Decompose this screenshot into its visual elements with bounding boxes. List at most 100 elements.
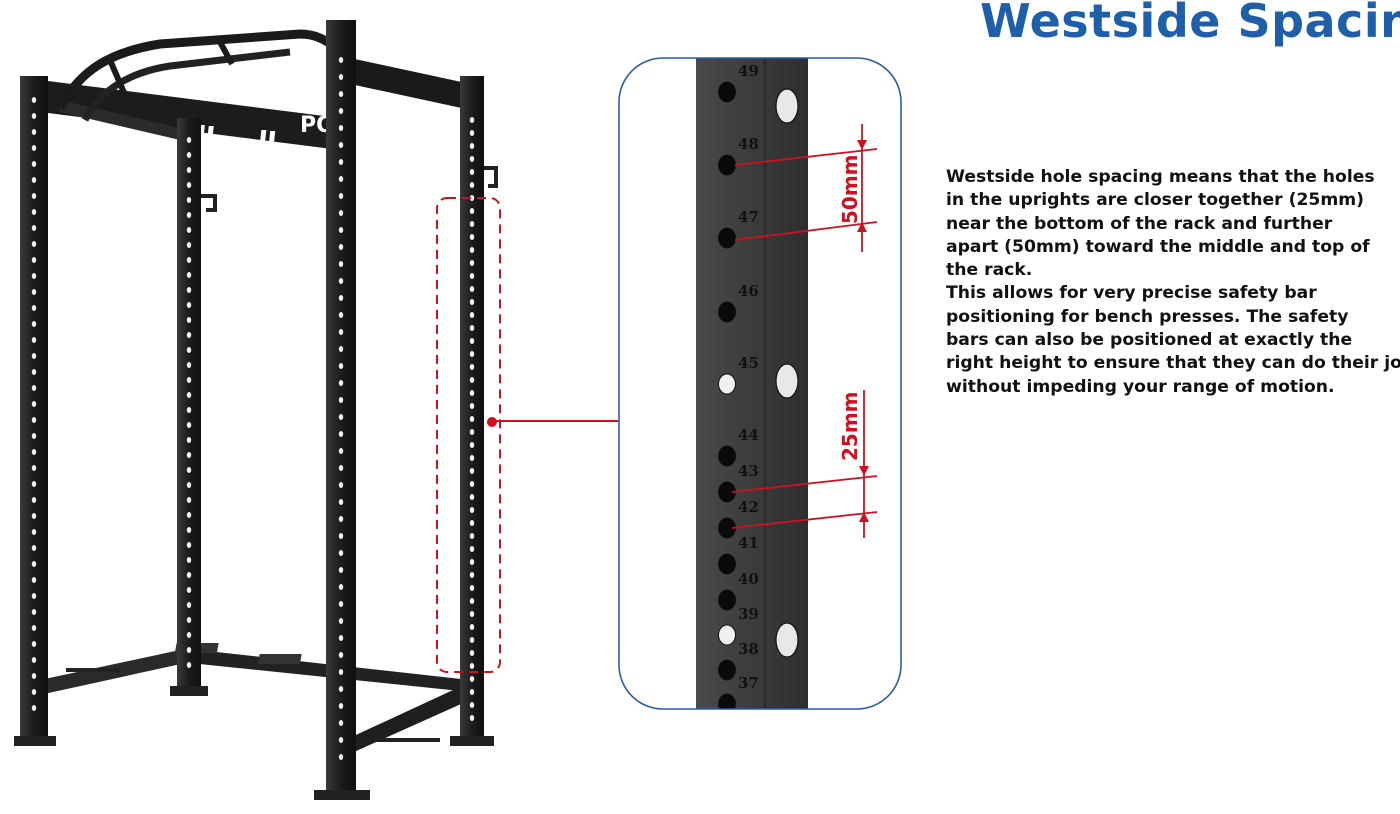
description-line: positioning for bench presses. The safet… — [946, 306, 1349, 327]
rack-hole — [31, 129, 37, 135]
closeup-hole — [718, 553, 736, 575]
rack-hole — [469, 156, 475, 162]
rack-hole — [338, 397, 344, 403]
rack-hole — [338, 261, 344, 267]
closeup-hole — [718, 624, 736, 646]
rack-hole — [186, 497, 192, 503]
rack-hole — [469, 351, 475, 357]
hole-number: 40 — [738, 570, 759, 588]
upright-holes — [31, 57, 475, 760]
rack-hole — [186, 437, 192, 443]
rack-hole — [31, 193, 37, 199]
brand-text: RACK — [388, 109, 450, 133]
j-hook — [201, 194, 217, 212]
top-side-bar — [350, 58, 480, 112]
rack-hole — [186, 632, 192, 638]
rack-hole — [338, 108, 344, 114]
rack-hole — [469, 169, 475, 175]
rack-hole — [469, 572, 475, 578]
rack-hole — [338, 74, 344, 80]
closeup-holes — [718, 81, 799, 709]
rack-hole — [31, 289, 37, 295]
rear-left-upright — [177, 118, 201, 686]
hole-number: 43 — [738, 462, 759, 480]
rack-hole — [31, 177, 37, 183]
rack-hole — [338, 567, 344, 573]
base-frame-back — [180, 648, 470, 692]
rack-hole — [469, 585, 475, 591]
rack-hole — [469, 702, 475, 708]
rack-hole — [469, 715, 475, 721]
pullup-bar — [217, 40, 235, 66]
dimension-50mm: 50mm — [734, 124, 878, 252]
rack-hole — [469, 312, 475, 318]
rack-hole — [469, 650, 475, 656]
rack-hole — [338, 482, 344, 488]
rack-hole — [469, 429, 475, 435]
rack-hole — [186, 242, 192, 248]
rack-hole — [338, 57, 344, 63]
rack-hole — [186, 152, 192, 158]
hole-number: 41 — [738, 534, 759, 552]
rack-hole — [186, 587, 192, 593]
rack-hole — [186, 212, 192, 218]
rack-hole — [469, 234, 475, 240]
rack-hole — [186, 332, 192, 338]
rack-hole — [31, 225, 37, 231]
closeup-hole — [718, 445, 736, 467]
rack-hole — [186, 137, 192, 143]
front-right-upright — [326, 20, 356, 794]
brand-text: ER — [352, 112, 384, 137]
rack-hole — [186, 257, 192, 263]
rack-hole — [469, 260, 475, 266]
rack-hole — [469, 403, 475, 409]
rack-hole — [338, 465, 344, 471]
rack-hole — [469, 624, 475, 630]
hole-number: 38 — [738, 640, 759, 658]
closeup-hole — [718, 81, 736, 103]
rack-hole — [186, 182, 192, 188]
rack-hole — [186, 557, 192, 563]
rack-hole — [469, 455, 475, 461]
rack-hole — [469, 208, 475, 214]
rack-hole — [469, 117, 475, 123]
closeup-large-hole — [775, 88, 799, 124]
dimension-label: 25mm — [838, 391, 862, 461]
rack-hole — [186, 572, 192, 578]
rack-hole — [338, 737, 344, 743]
rack-hole — [31, 705, 37, 711]
pullup-bar — [107, 58, 131, 104]
description-line: the rack. — [946, 260, 1033, 281]
rack-hole — [31, 545, 37, 551]
rack-hole — [186, 647, 192, 653]
rack-hole — [31, 561, 37, 567]
callout-dot — [487, 417, 497, 427]
brand-stripe — [258, 130, 267, 154]
rack-hole — [469, 442, 475, 448]
rack-hole — [31, 449, 37, 455]
hole-number: 37 — [738, 674, 759, 692]
description-line: without impeding your range of motion. — [946, 376, 1335, 397]
closeup-hole — [718, 659, 736, 681]
rack-hole — [186, 527, 192, 533]
rack-hole — [469, 598, 475, 604]
j-hook — [484, 166, 498, 188]
rack-hole — [31, 353, 37, 359]
rack-hole — [469, 247, 475, 253]
rack-hole — [338, 669, 344, 675]
closeup-hole — [718, 301, 736, 323]
rack-hole — [31, 465, 37, 471]
closeup-hole — [718, 589, 736, 611]
closeup-hole — [718, 154, 736, 176]
rack-hole — [186, 452, 192, 458]
rack-hole — [31, 401, 37, 407]
rack-hole — [338, 363, 344, 369]
rack-hole — [338, 278, 344, 284]
rack-hole — [186, 167, 192, 173]
rack-hole — [469, 377, 475, 383]
rack-hole — [31, 241, 37, 247]
rack-hole — [338, 91, 344, 97]
rack-hole — [31, 497, 37, 503]
rack-hole — [186, 407, 192, 413]
rack-hole — [338, 431, 344, 437]
